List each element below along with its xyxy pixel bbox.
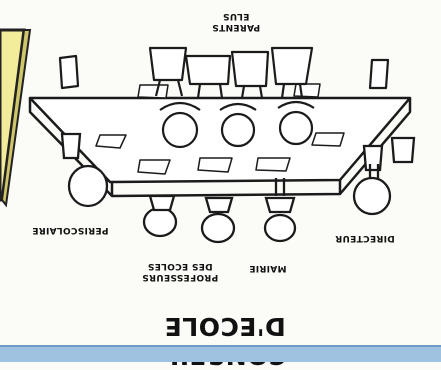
label-periscolaire: PERISCOLAIRE xyxy=(10,224,130,235)
label-professeurs: PROFESSEURS DES ECOLES xyxy=(120,260,240,282)
label-professeurs-line2: DES ECOLES xyxy=(147,261,213,271)
label-periscolaire-text: PERISCOLAIRE xyxy=(31,225,109,235)
parent-figures xyxy=(159,100,315,149)
near-figures xyxy=(60,132,416,244)
council-illustration: PARENTS ELUS PERISCOLAIRE DIRECTEUR PROF… xyxy=(0,10,441,370)
label-parents: PARENTS ELUS xyxy=(196,10,276,32)
label-mairie: MAIRIE xyxy=(228,262,308,273)
label-parents-line2: ELUS xyxy=(222,11,250,21)
bottom-band xyxy=(0,345,441,362)
label-parents-line1: PARENTS xyxy=(211,22,261,32)
label-directeur: DIRECTEUR xyxy=(300,232,430,243)
parent-chairs xyxy=(58,46,390,99)
label-directeur-text: DIRECTEUR xyxy=(335,233,395,243)
meeting-table xyxy=(28,83,412,198)
council-drawing xyxy=(0,28,416,244)
label-professeurs-line1: PROFESSEURS xyxy=(141,272,219,282)
label-mairie-text: MAIRIE xyxy=(249,263,287,273)
yellow-board xyxy=(0,28,32,208)
